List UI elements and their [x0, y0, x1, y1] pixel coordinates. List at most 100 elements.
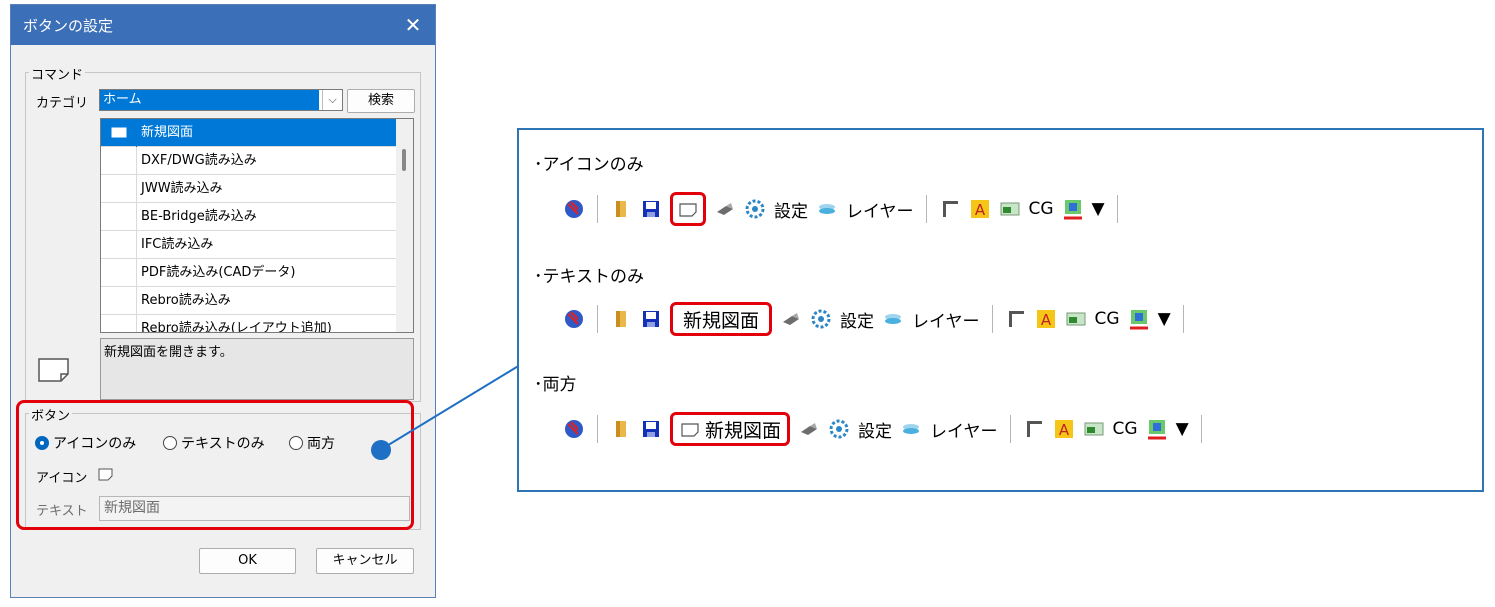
gear-icon[interactable] — [810, 308, 832, 330]
toolbar-text-only: 新規図面 設定 レイヤー A CG ▼ — [559, 302, 1192, 336]
list-item[interactable]: IFC読み込み — [101, 231, 397, 259]
list-item[interactable]: Rebro読み込み(レイアウト追加) — [101, 315, 397, 333]
list-item[interactable]: 新規図面 — [101, 119, 397, 147]
cg-label[interactable]: CG — [1094, 309, 1120, 329]
text-style-icon[interactable]: A — [1035, 308, 1057, 330]
display-examples-panel: ･アイコンのみ 設定 レイヤー A CG ▼ ･テキストのみ 新規図面 設定 — [517, 128, 1484, 492]
list-item[interactable]: DXF/DWG読み込み — [101, 147, 397, 175]
picture-export-icon[interactable] — [1128, 308, 1150, 330]
print-icon[interactable] — [780, 308, 802, 330]
image-icon[interactable] — [999, 198, 1021, 220]
dialog-titlebar: ボタンの設定 ✕ — [11, 5, 435, 45]
list-scrollbar[interactable] — [396, 119, 413, 332]
new-drawing-button-highlight: 新規図面 — [670, 302, 773, 336]
save-icon[interactable] — [640, 198, 662, 220]
chevron-down-icon[interactable]: ⌵ — [322, 90, 342, 110]
chevron-down-icon[interactable]: ▼ — [1157, 309, 1171, 329]
button-group-highlight — [16, 400, 414, 530]
category-label: カテゴリ — [36, 96, 89, 111]
cg-label[interactable]: CG — [1112, 419, 1138, 439]
globe-icon[interactable] — [563, 198, 585, 220]
layer-label[interactable]: レイヤー — [846, 201, 914, 222]
gear-icon[interactable] — [744, 198, 766, 220]
globe-icon[interactable] — [563, 308, 585, 330]
layer-label[interactable]: レイヤー — [912, 311, 980, 332]
cg-label[interactable]: CG — [1028, 199, 1054, 219]
radio-unselected-icon — [163, 436, 177, 450]
list-item[interactable]: PDF読み込み(CADデータ) — [101, 259, 397, 287]
dialog-title: ボタンの設定 — [23, 16, 114, 35]
list-item-label: Rebro読み込み(レイアウト追加) — [141, 321, 332, 333]
icon-only-heading: ･アイコンのみ — [534, 155, 644, 175]
close-icon[interactable]: ✕ — [404, 13, 422, 37]
save-icon[interactable] — [640, 418, 662, 440]
ruler-icon[interactable] — [939, 198, 961, 220]
text-label: テキスト — [36, 504, 88, 519]
icon-label: アイコン — [36, 471, 88, 486]
list-item[interactable]: BE-Bridge読み込み — [101, 203, 397, 231]
command-list[interactable]: 新規図面 DXF/DWG読み込み JWW読み込み BE-Bridge読み込み I… — [100, 118, 414, 333]
text-style-icon[interactable]: A — [1053, 418, 1075, 440]
button-settings-dialog: ボタンの設定 ✕ コマンド カテゴリ ホーム ⌵ 検索 新規図面 DXF/DWG… — [10, 4, 436, 598]
category-value: ホーム — [100, 90, 319, 110]
picture-export-icon[interactable] — [1062, 198, 1084, 220]
folder-icon[interactable] — [610, 308, 632, 330]
print-icon[interactable] — [714, 198, 736, 220]
new-drawing-button-highlight — [670, 192, 706, 226]
cancel-button[interactable]: キャンセル — [316, 548, 414, 574]
save-icon[interactable] — [640, 308, 662, 330]
new-drawing-label[interactable]: 新規図面 — [683, 309, 760, 332]
radio-text-only[interactable]: テキストのみ — [163, 433, 265, 453]
chevron-down-icon[interactable]: ▼ — [1175, 419, 1189, 439]
print-icon[interactable] — [798, 418, 820, 440]
new-drawing-icon[interactable] — [677, 198, 699, 220]
layer-icon[interactable] — [900, 418, 922, 440]
button-icon-preview[interactable] — [98, 468, 114, 481]
radio-icon-only[interactable]: アイコンのみ — [35, 433, 136, 453]
folder-icon[interactable] — [610, 198, 632, 220]
search-button[interactable]: 検索 — [347, 89, 415, 113]
gear-icon[interactable] — [828, 418, 850, 440]
settings-label[interactable]: 設定 — [858, 421, 893, 442]
settings-label[interactable]: 設定 — [840, 311, 875, 332]
svg-text:A: A — [974, 201, 985, 219]
layer-icon[interactable] — [816, 198, 838, 220]
list-item-label: DXF/DWG読み込み — [141, 153, 257, 168]
image-icon[interactable] — [1065, 308, 1087, 330]
list-item-label: BE-Bridge読み込み — [141, 209, 257, 224]
new-drawing-icon[interactable] — [679, 418, 701, 440]
folder-icon[interactable] — [610, 418, 632, 440]
command-preview-icon — [38, 358, 69, 382]
image-icon[interactable] — [1083, 418, 1105, 440]
text-style-icon[interactable]: A — [969, 198, 991, 220]
button-text-field[interactable]: 新規図面 — [99, 496, 410, 521]
picture-export-icon[interactable] — [1146, 418, 1168, 440]
ok-button[interactable]: OK — [199, 548, 296, 574]
list-item-label: 新規図面 — [141, 125, 194, 140]
new-drawing-label[interactable]: 新規図面 — [705, 419, 782, 442]
new-drawing-button-highlight: 新規図面 — [670, 412, 791, 446]
command-group-label: コマンド — [29, 64, 86, 83]
radio-selected-icon — [35, 436, 49, 450]
svg-text:A: A — [1040, 311, 1051, 329]
category-select[interactable]: ホーム ⌵ — [99, 89, 343, 111]
ruler-icon[interactable] — [1023, 418, 1045, 440]
chevron-down-icon[interactable]: ▼ — [1091, 199, 1105, 219]
command-description: 新規図面を開きます。 — [100, 338, 414, 400]
text-only-heading: ･テキストのみ — [534, 267, 644, 287]
list-item[interactable]: JWW読み込み — [101, 175, 397, 203]
radio-both[interactable]: 両方 — [289, 433, 335, 453]
list-item-label: IFC読み込み — [141, 237, 214, 252]
layer-label[interactable]: レイヤー — [930, 421, 998, 442]
scrollbar-thumb[interactable] — [402, 149, 406, 171]
list-item-label: JWW読み込み — [141, 181, 223, 196]
connector-line — [371, 364, 521, 460]
toolbar-both: 新規図面 設定 レイヤー A CG ▼ — [559, 412, 1210, 446]
layer-icon[interactable] — [882, 308, 904, 330]
ruler-icon[interactable] — [1005, 308, 1027, 330]
toolbar-icon-only: 設定 レイヤー A CG ▼ — [559, 192, 1126, 226]
list-item[interactable]: Rebro読み込み — [101, 287, 397, 315]
svg-text:A: A — [1058, 421, 1069, 439]
globe-icon[interactable] — [563, 418, 585, 440]
settings-label[interactable]: 設定 — [774, 201, 808, 222]
